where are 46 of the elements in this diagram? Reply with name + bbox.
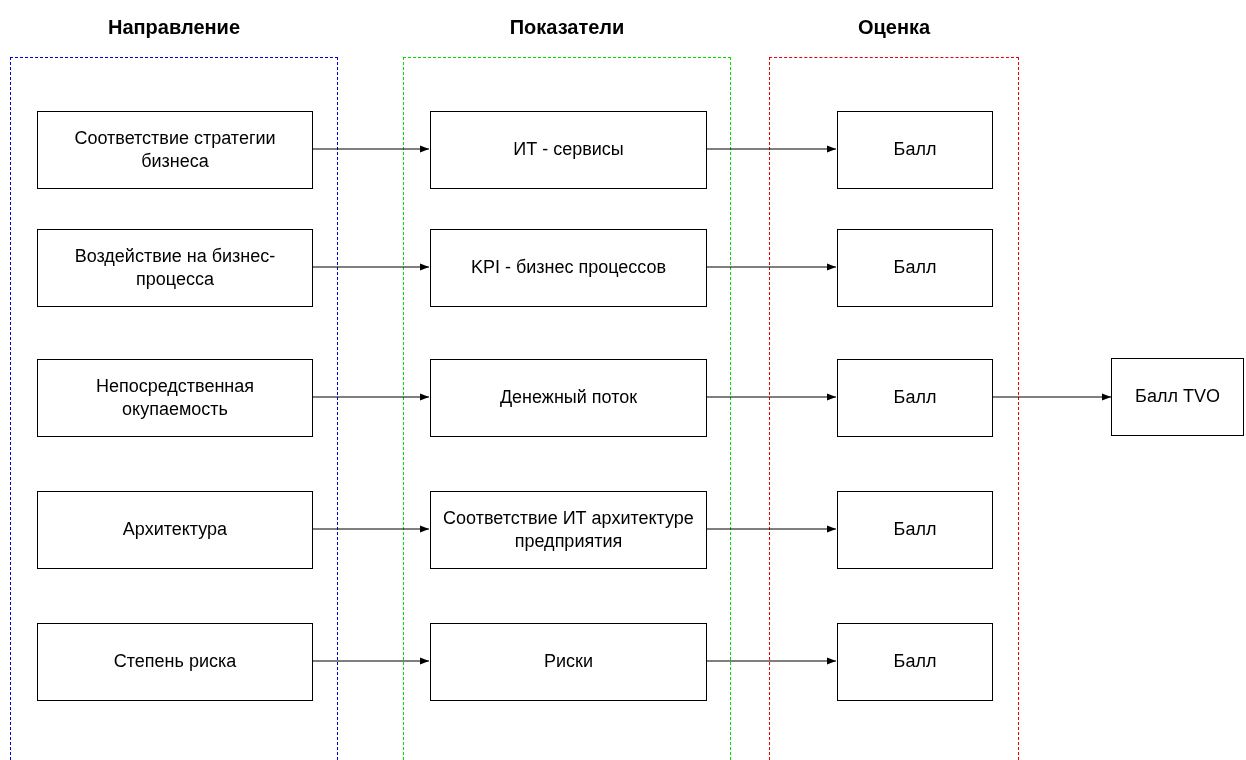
process-box	[837, 111, 993, 189]
group-heading: Направление	[106, 16, 242, 39]
box-label: Балл	[893, 650, 937, 674]
process-box	[837, 491, 993, 569]
process-box	[430, 359, 707, 437]
box-label: Балл TVO	[1135, 385, 1220, 409]
box-label: Денежный поток	[499, 386, 638, 410]
arrow	[311, 525, 430, 533]
box-label: Воздействие на бизнес-процесса	[73, 244, 277, 291]
box-label: Балл	[893, 256, 937, 280]
process-box	[430, 111, 707, 189]
process-box	[430, 229, 707, 307]
process-box	[37, 359, 313, 437]
arrow	[311, 657, 430, 665]
box-label: Балл	[893, 386, 937, 410]
process-box	[837, 623, 993, 701]
box-label: Степень риска	[113, 650, 237, 674]
box-label: Риски	[544, 650, 593, 674]
box-label: KPI - бизнес процессов	[470, 256, 667, 280]
arrow	[705, 263, 837, 271]
process-box	[837, 359, 993, 437]
arrow	[311, 263, 430, 271]
process-box	[430, 623, 707, 701]
process-box	[37, 623, 313, 701]
arrow	[311, 393, 430, 401]
arrow	[705, 145, 837, 153]
box-label: Балл	[893, 518, 937, 542]
box-label: Непосредственная окупаемость	[94, 374, 256, 421]
process-box	[37, 229, 313, 307]
box-label: Архитектура	[122, 518, 228, 542]
process-box	[1111, 358, 1244, 436]
process-box	[430, 491, 707, 569]
box-label: Соответствие стратегии бизнеса	[73, 126, 277, 173]
group-heading: Показатели	[508, 16, 626, 39]
box-label: Соответствие ИТ архитектуре предприятия	[442, 506, 695, 553]
arrow	[705, 393, 837, 401]
process-box	[37, 111, 313, 189]
arrow	[705, 657, 837, 665]
process-box	[37, 491, 313, 569]
arrow	[311, 145, 430, 153]
box-label: Балл	[893, 138, 937, 162]
group-heading: Оценка	[856, 16, 932, 39]
arrow	[991, 393, 1112, 401]
box-label: ИТ - сервисы	[513, 138, 624, 162]
process-box	[837, 229, 993, 307]
arrow	[705, 525, 837, 533]
